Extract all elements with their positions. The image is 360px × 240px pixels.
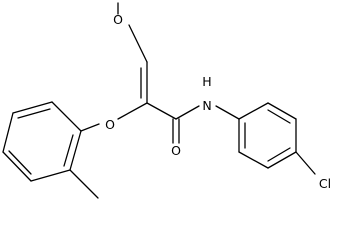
- bond-tolyl-ring-6: [51, 101, 82, 132]
- bond-chlorophenyl-ring-1: [238, 102, 269, 120]
- bond-tolyl-ring-2: [30, 169, 71, 182]
- bond-tolyl-ring-1: [69, 130, 82, 171]
- bond-tolyl-inner-2: [8, 150, 32, 175]
- atom-label-carbonyl-oxygen: O: [171, 143, 181, 158]
- bond-tolyl-ring-4: [2, 112, 14, 153]
- bond-chlorophenyl-inner-2: [267, 147, 291, 162]
- bond-tolyl-inner-1: [63, 134, 74, 167]
- atom-label-chlorine: Cl: [319, 176, 331, 191]
- atom-label-amide-nitrogen: N: [202, 98, 211, 113]
- bond-ether-o-aryl-c: [80, 123, 100, 132]
- atom-label-ether-oxygen: O: [105, 117, 115, 132]
- bond-methoxy-o-vinyl-ch: [128, 24, 148, 63]
- bond-tolyl-ring-5: [12, 101, 53, 114]
- molecule-structure-diagram: O O O H N Cl: [2, 2, 331, 199]
- bond-vinyl-c-carbonyl-c: [146, 102, 177, 120]
- bond-tolyl-inner-3: [17, 108, 51, 119]
- bond-chlorophenyl-ring-2: [267, 102, 297, 120]
- bond-chlorophenyl-ring-5: [238, 151, 269, 169]
- bond-amide-n-aryl-c: [215, 105, 240, 120]
- atom-label-amide-hydrogen: H: [202, 74, 211, 89]
- atom-label-methoxy-oxygen: O: [113, 12, 123, 27]
- bond-aryl-c-chlorine: [295, 151, 316, 175]
- bond-tolyl-c-methyl: [69, 169, 99, 199]
- bond-tolyl-ring-3: [2, 151, 32, 182]
- bond-vinyl-c-ether-o: [117, 102, 148, 120]
- bond-carbonyl-c-amide-n: [175, 105, 200, 120]
- bond-chlorophenyl-ring-4: [267, 151, 297, 169]
- bond-chlorophenyl-inner-1: [267, 109, 291, 124]
